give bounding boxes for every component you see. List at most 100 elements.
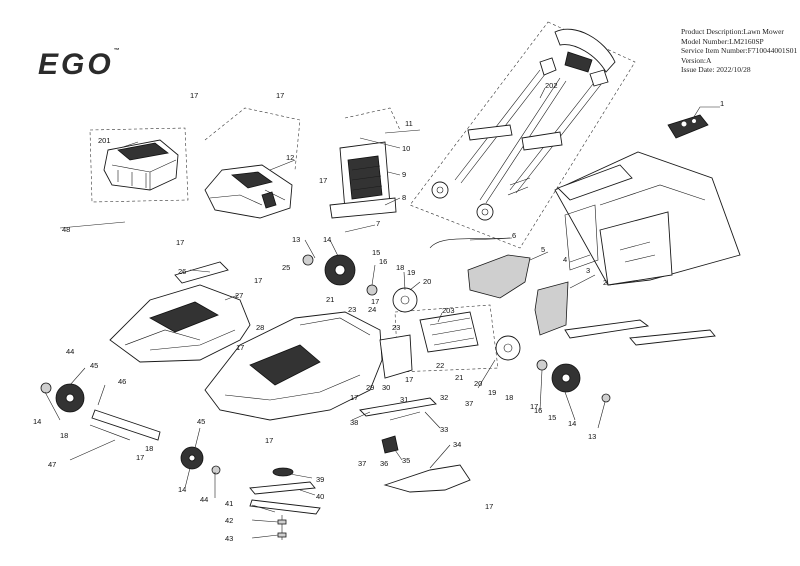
- callout-18: 18: [60, 431, 68, 440]
- callout-16: 16: [379, 257, 387, 266]
- ego-logo: EGO™: [38, 48, 120, 81]
- callout-40: 40: [316, 492, 324, 501]
- callout-20: 20: [423, 277, 431, 286]
- callout-37: 37: [465, 399, 473, 408]
- callout-17: 17: [485, 502, 493, 511]
- handle-assembly: [431, 28, 616, 221]
- battery-pack: [103, 139, 179, 191]
- callout-labels: 1 2 3 4 5 6 7 8 9 10 11 12 13 14 15 16 1…: [48, 81, 724, 543]
- main-deck: [204, 311, 413, 421]
- callout-14: 14: [568, 419, 576, 428]
- callout-11: 11: [405, 119, 413, 128]
- callout-203: 203: [442, 306, 455, 315]
- callout-17: 17: [254, 276, 262, 285]
- repeated-callouts: 17 17 17 17 17 17 17 17 17 17 17 17 14 1…: [33, 91, 596, 511]
- callout-5: 5: [541, 245, 545, 254]
- callout-44: 44: [66, 347, 74, 356]
- callout-38: 38: [350, 418, 358, 427]
- callout-26: 26: [178, 267, 186, 276]
- battery-cover: [204, 164, 293, 219]
- callout-17: 17: [350, 393, 358, 402]
- service-item-number: Service Item Number:F710044001S01: [681, 46, 798, 56]
- callout-42: 42: [225, 516, 233, 525]
- discharge-flaps: [467, 254, 569, 336]
- rear-axle: [89, 409, 161, 441]
- callout-35: 35: [402, 456, 410, 465]
- wheels: [40, 254, 611, 475]
- callout-15: 15: [372, 248, 380, 257]
- product-info-block: Product Description:Lawn Mower Model Num…: [681, 27, 797, 75]
- callout-45: 45: [90, 361, 98, 370]
- callout-37: 37: [358, 459, 366, 468]
- callout-8: 8: [402, 193, 406, 202]
- callout-18: 18: [145, 444, 153, 453]
- callout-46: 46: [118, 377, 126, 386]
- callout-17: 17: [236, 343, 244, 352]
- callout-18: 18: [505, 393, 513, 402]
- callout-17: 17: [136, 453, 144, 462]
- callout-17: 17: [176, 238, 184, 247]
- blades-right: [564, 319, 716, 346]
- callout-21: 21: [326, 295, 334, 304]
- callout-44: 44: [200, 495, 208, 504]
- callout-43: 43: [225, 534, 233, 543]
- callout-45: 45: [197, 417, 205, 426]
- callout-21: 21: [455, 373, 463, 382]
- callout-17: 17: [190, 91, 198, 100]
- callout-14: 14: [33, 417, 41, 426]
- baffle: [383, 464, 471, 493]
- product-description: Product Description:Lawn Mower: [681, 27, 784, 36]
- assembly-boxes: [89, 21, 636, 373]
- height-lever: [359, 397, 437, 454]
- callout-39: 39: [316, 475, 324, 484]
- callout-17: 17: [371, 297, 379, 306]
- callout-13: 13: [588, 432, 596, 441]
- grass-bag: [554, 151, 741, 286]
- callout-20: 20: [474, 379, 482, 388]
- callout-17: 17: [265, 436, 273, 445]
- callout-22: 22: [436, 361, 444, 370]
- callout-6: 6: [512, 231, 516, 240]
- version: Version:A: [681, 55, 712, 65]
- callout-24: 24: [368, 305, 376, 314]
- callout-201: 201: [98, 136, 111, 145]
- callout-23: 23: [392, 323, 400, 332]
- callout-19: 19: [488, 388, 496, 397]
- callout-9: 9: [402, 170, 406, 179]
- callout-34: 34: [453, 440, 461, 449]
- callout-17: 17: [405, 375, 413, 384]
- callout-4: 4: [563, 255, 567, 264]
- callout-17: 17: [276, 91, 284, 100]
- rear-flap: [329, 141, 397, 219]
- callout-1: 1: [720, 99, 724, 108]
- callout-47: 47: [48, 460, 56, 469]
- callout-13: 13: [292, 235, 300, 244]
- callout-28: 28: [256, 323, 264, 332]
- callout-27: 27: [235, 291, 243, 300]
- callout-18: 18: [396, 263, 404, 272]
- leader-lines: [44, 87, 720, 539]
- callout-30: 30: [382, 383, 390, 392]
- callout-17: 17: [530, 402, 538, 411]
- issue-date: Issue Date: 2022/10/28: [681, 65, 751, 75]
- callout-16: 16: [534, 406, 542, 415]
- callout-48: 48: [62, 225, 70, 234]
- model-number: Model Number:LM2160SP: [681, 36, 764, 46]
- blades-bottom: [249, 467, 321, 540]
- callout-23: 23: [348, 305, 356, 314]
- callout-14: 14: [323, 235, 331, 244]
- callout-41: 41: [225, 499, 233, 508]
- callout-12: 12: [286, 153, 294, 162]
- callout-202: 202: [545, 81, 558, 90]
- callout-31: 31: [400, 395, 408, 404]
- callout-36: 36: [380, 459, 388, 468]
- callout-2: 2: [603, 278, 607, 287]
- callout-32: 32: [440, 393, 448, 402]
- safety-key: [667, 114, 709, 139]
- callout-25: 25: [282, 263, 290, 272]
- callout-7: 7: [376, 219, 380, 228]
- deck-cover: [109, 261, 251, 363]
- callout-3: 3: [586, 266, 590, 275]
